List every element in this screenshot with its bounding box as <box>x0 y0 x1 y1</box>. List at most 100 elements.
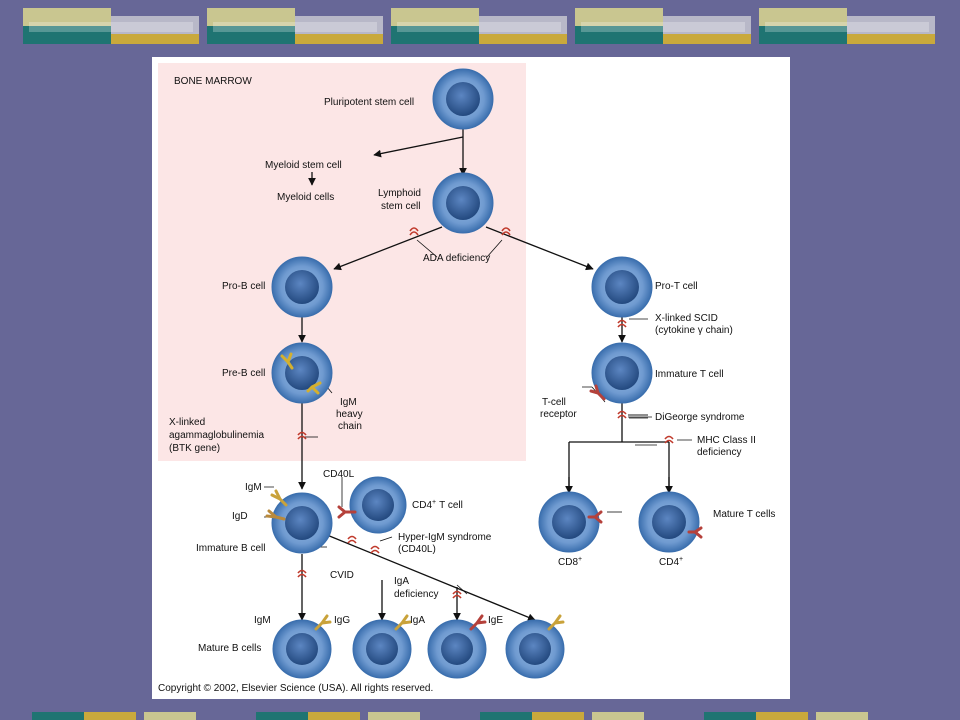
mature-igg <box>394 614 412 631</box>
lymphoid-cell <box>432 172 494 234</box>
label-cd40l: CD40L <box>323 469 355 480</box>
label-cd8: CD8 <box>558 557 578 568</box>
copyright: Copyright © 2002, Elsevier Science (USA)… <box>158 683 433 694</box>
block-iga <box>452 590 462 599</box>
label-xla-3: (BTK gene) <box>169 443 220 454</box>
label-ada: ADA deficiency <box>423 253 490 264</box>
label-xscid-1: X-linked SCID <box>655 313 718 324</box>
block-ada-right <box>501 227 511 236</box>
mature-ige <box>547 614 565 631</box>
block-xscid <box>617 319 627 328</box>
block-xla <box>297 431 307 440</box>
block-cvid <box>297 569 307 578</box>
block-digeorge <box>617 410 627 419</box>
label-digeorge: DiGeorge syndrome <box>655 412 745 423</box>
arrow-to-pro-t <box>485 226 594 271</box>
mature-b-igg-cell <box>352 619 412 679</box>
header-tab-group <box>207 8 383 44</box>
cd4-t-cell <box>349 476 407 534</box>
label-pluripotent: Pluripotent stem cell <box>324 97 414 108</box>
label-cd4: CD4 <box>659 557 679 568</box>
label-xscid-2: (cytokine γ chain) <box>655 325 733 336</box>
svg-text:CD4+: CD4+ <box>659 556 683 568</box>
label-xla-2: agammaglobulinemia <box>169 430 264 441</box>
footer-tab-group <box>704 712 894 720</box>
label-pro-b: Pro-B cell <box>222 281 265 292</box>
mature-b-igm-cell <box>272 619 332 679</box>
cd4-cell <box>638 491 700 553</box>
label-igm-heavy-3: chain <box>338 421 362 432</box>
label-mature-b: Mature B cells <box>198 643 261 654</box>
label-myeloid-cells: Myeloid cells <box>277 192 334 203</box>
label-igm-heavy-2: heavy <box>336 409 363 420</box>
header-tab-group <box>391 8 567 44</box>
mature-iga <box>469 614 487 631</box>
label-igm-heavy-1: IgM <box>340 397 357 408</box>
label-mature-igm: IgM <box>254 615 271 626</box>
label-mature-igg: IgG <box>334 615 350 626</box>
block-higm-1 <box>347 535 357 544</box>
cd40l-receptor <box>337 505 357 519</box>
label-mature-iga: IgA <box>410 615 425 626</box>
label-higm-2: (CD40L) <box>398 544 436 555</box>
igm-heavy-chain-1 <box>280 352 294 370</box>
cd8-receptor <box>587 510 603 524</box>
arrow-immature-t-branch <box>568 399 670 493</box>
arrow-switch <box>326 534 536 621</box>
pre-b-cell <box>271 342 333 404</box>
label-iga-def-1: IgA <box>394 576 409 587</box>
label-iga-def-2: deficiency <box>394 589 438 600</box>
label-lymphoid-2: stem cell <box>381 201 420 212</box>
pluripotent-cell <box>432 68 494 130</box>
immunodeficiency-diagram: BONE MARROW <box>158 63 775 694</box>
mature-igm <box>314 614 332 631</box>
label-mature-ige: IgE <box>488 615 503 626</box>
label-cd4-t-plus: + <box>432 499 436 506</box>
pro-b-cell <box>271 256 333 318</box>
footer-tab-group <box>256 712 446 720</box>
label-mhc-1: MHC Class II <box>697 435 756 446</box>
cd4-receptor <box>687 526 703 539</box>
immature-b-cell <box>271 492 333 554</box>
label-cd4-t-suffix: T cell <box>439 500 463 511</box>
svg-text:CD8+: CD8+ <box>558 556 582 568</box>
header-tab-group <box>575 8 751 44</box>
diagram-panel: BONE MARROW <box>152 57 790 699</box>
label-cd4-plus: + <box>679 556 683 563</box>
label-cvid: CVID <box>330 570 354 581</box>
header-tab-group <box>759 8 935 44</box>
igd-immature-b <box>265 509 286 521</box>
igm-heavy-chain-2 <box>306 381 322 395</box>
label-pro-t: Pro-T cell <box>655 281 698 292</box>
label-tcell-receptor-1: T-cell <box>542 397 566 408</box>
label-immature-b: Immature B cell <box>196 543 265 554</box>
tcell-receptor <box>589 384 606 401</box>
label-pre-b: Pre-B cell <box>222 368 265 379</box>
bone-marrow-title: BONE MARROW <box>174 76 252 87</box>
svg-text:CD4+T cell: CD4+T cell <box>412 499 463 511</box>
block-mhc <box>664 435 674 444</box>
label-mhc-2: deficiency <box>697 447 741 458</box>
label-myeloid-stem: Myeloid stem cell <box>265 160 342 171</box>
label-cd8-plus: + <box>578 556 582 563</box>
block-ada-left <box>409 227 419 236</box>
igm-immature-b <box>270 489 288 507</box>
block-higm-2 <box>370 545 380 554</box>
label-xla-1: X-linked <box>169 417 205 428</box>
label-mature-t: Mature T cells <box>713 509 775 520</box>
label-tcell-receptor-2: receptor <box>540 409 577 420</box>
label-lymphoid-1: Lymphoid <box>378 188 421 199</box>
label-cd4-t: CD4 <box>412 500 432 511</box>
header-tab-group <box>23 8 199 44</box>
arrow-to-pro-b <box>333 226 443 271</box>
arrow-to-myeloid <box>373 136 464 158</box>
immature-t-cell <box>591 342 653 404</box>
mature-b-ige-cell <box>505 619 565 679</box>
mature-b-iga-cell <box>427 619 487 679</box>
cd8-cell <box>538 491 600 553</box>
pro-t-cell <box>591 256 653 318</box>
label-igm: IgM <box>245 482 262 493</box>
label-higm-1: Hyper-IgM syndrome <box>398 532 492 543</box>
label-igd: IgD <box>232 511 248 522</box>
footer-tab-group <box>32 712 222 720</box>
